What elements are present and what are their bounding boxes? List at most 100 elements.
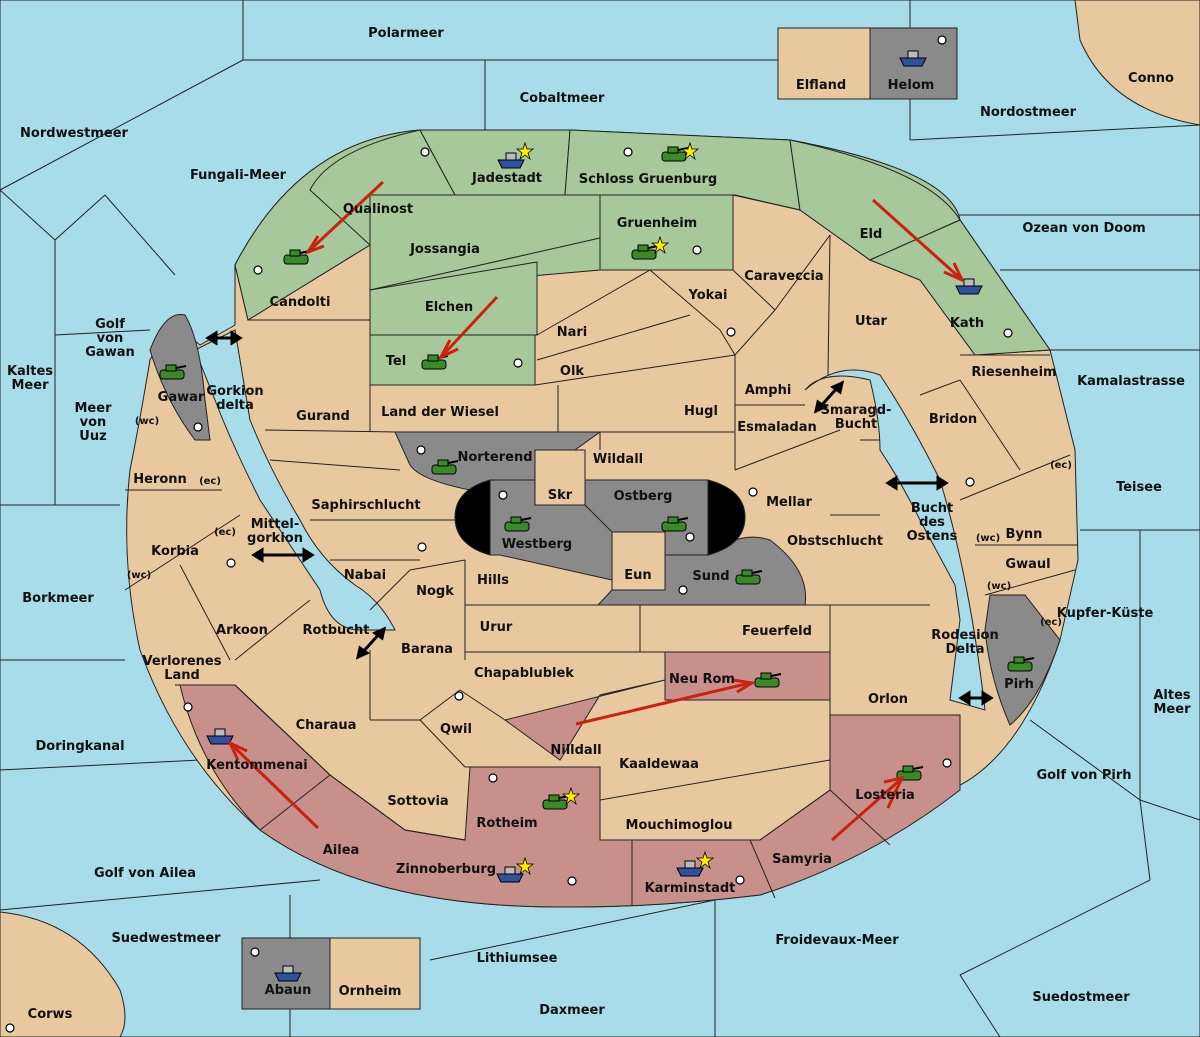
sea-golf-pirh: Golf von Pirh [1036,768,1131,783]
label-obstschlucht: Obstschlucht [787,534,883,549]
province-eun[interactable] [611,531,666,591]
province-neu-rom[interactable] [664,651,831,701]
army-unit-gawar [159,364,187,380]
connection-arrows [205,330,994,706]
label-chapablublek: Chapablublek [474,666,574,681]
label-conno: Conno [1128,71,1174,86]
sea-doringkanal: Doringkanal [35,739,124,754]
label-caraveccia: Caraveccia [744,269,823,284]
fleet-unit-abaun [274,965,302,982]
label-feuerfeld: Feuerfeld [742,624,812,639]
impassable-west [454,479,491,556]
province-ornheim[interactable] [329,937,421,1010]
label-urur: Urur [480,620,513,635]
label-heronn: Heronn [133,472,187,487]
army-unit-sund [735,569,763,585]
coast-bridon-ec: (ec) [1050,460,1072,471]
label-sund: Sund [692,569,729,584]
sea-nordwestmeer: Nordwestmeer [20,126,128,141]
label-eun: Eun [624,568,651,583]
fleet-unit-jadestadt [497,152,525,169]
sea-smaragd-ostens [804,369,986,711]
province-skr[interactable] [534,449,586,506]
province-gruenheim[interactable] [599,194,734,271]
label-nilldall: Nilldall [550,743,601,758]
label-neu-rom: Neu Rom [669,672,735,687]
sea-suedwestmeer: Suedwestmeer [111,931,221,946]
label-samyria: Samyria [772,852,832,867]
sea-cobaltmeer: Cobaltmeer [520,91,605,106]
label-gawar: Gawar [158,390,205,405]
label-pirh: Pirh [1004,677,1034,692]
sea-daxmeer: Daxmeer [539,1003,605,1018]
label-karminstadt: Karminstadt [645,881,736,896]
sea-labels: Polarmeer Cobaltmeer Nordostmeer Nordwes… [7,26,1191,1018]
coast-korbia-ec: (ec) [214,527,236,538]
label-ostberg: Ostberg [614,489,673,504]
label-ailea: Ailea [323,843,360,858]
sea-suedostmeer: Suedostmeer [1032,990,1130,1005]
army-unit-rotheim [542,794,570,810]
label-mouchimoglou: Mouchimoglou [626,818,733,833]
label-riesenheim: Riesenheim [971,365,1056,380]
label-korbia: Korbia [151,544,199,559]
label-westberg: Westberg [502,537,572,552]
fleet-unit-karminstadt [676,860,704,877]
sea-borkmeer: Borkmeer [22,591,94,606]
army-unit-candolti [283,249,311,265]
label-nogk: Nogk [416,584,454,599]
sea-froidevaux: Froidevaux-Meer [775,933,899,948]
label-sottovia: Sottovia [387,794,448,809]
label-yokai: Yokai [687,288,727,303]
sea-lithiumsee: Lithiumsee [477,951,558,966]
province-corws[interactable] [0,911,126,1037]
province-elfland[interactable] [777,27,871,100]
label-rotheim: Rotheim [476,816,537,831]
land-borders [124,194,1078,905]
label-utar: Utar [855,314,888,329]
label-nari: Nari [557,325,588,340]
sea-ozean-doom: Ozean von Doom [1022,221,1145,236]
fleet-unit-zinnoberburg [496,866,524,883]
sea-smaragd: Smaragd-Bucht [821,403,892,432]
label-charaua: Charaua [296,718,357,733]
label-zinnoberburg: Zinnoberburg [396,862,496,877]
label-hugl: Hugl [684,404,718,419]
label-gwaul: Gwaul [1005,557,1050,572]
label-amphi: Amphi [745,383,792,398]
label-helom: Helom [888,78,935,93]
sea-golf-ailea: Golf von Ailea [94,866,196,881]
army-unit-westberg [504,516,532,532]
label-elchen: Elchen [425,300,473,315]
label-candolti: Candolti [270,295,331,310]
label-gruenheim: Gruenheim [617,216,697,231]
label-kentommenai: Kentommenai [206,758,307,773]
label-qwil: Qwil [440,722,472,737]
army-unit-pirh [1007,656,1035,672]
supply-centers [5,35,1013,1033]
supply-stars [515,141,715,876]
coast-heronn-ec: (ec) [199,476,221,487]
label-hills: Hills [477,573,509,588]
label-eld: Eld [860,227,883,242]
order-arrows [226,180,966,842]
sea-kamalastrasse: Kamalastrasse [1077,374,1185,389]
label-bridon: Bridon [929,412,977,427]
label-esmaladan: Esmaladan [737,420,817,435]
label-jossangia: Jossangia [409,242,480,257]
label-gurand: Gurand [296,409,350,424]
label-saphirschlucht: Saphirschlucht [311,498,420,513]
label-elfland: Elfland [796,78,846,93]
sea-teisee: Teisee [1116,480,1162,495]
sea-gorkion-inner [194,329,396,631]
label-orlon: Orlon [868,692,908,707]
label-kath: Kath [950,316,984,331]
